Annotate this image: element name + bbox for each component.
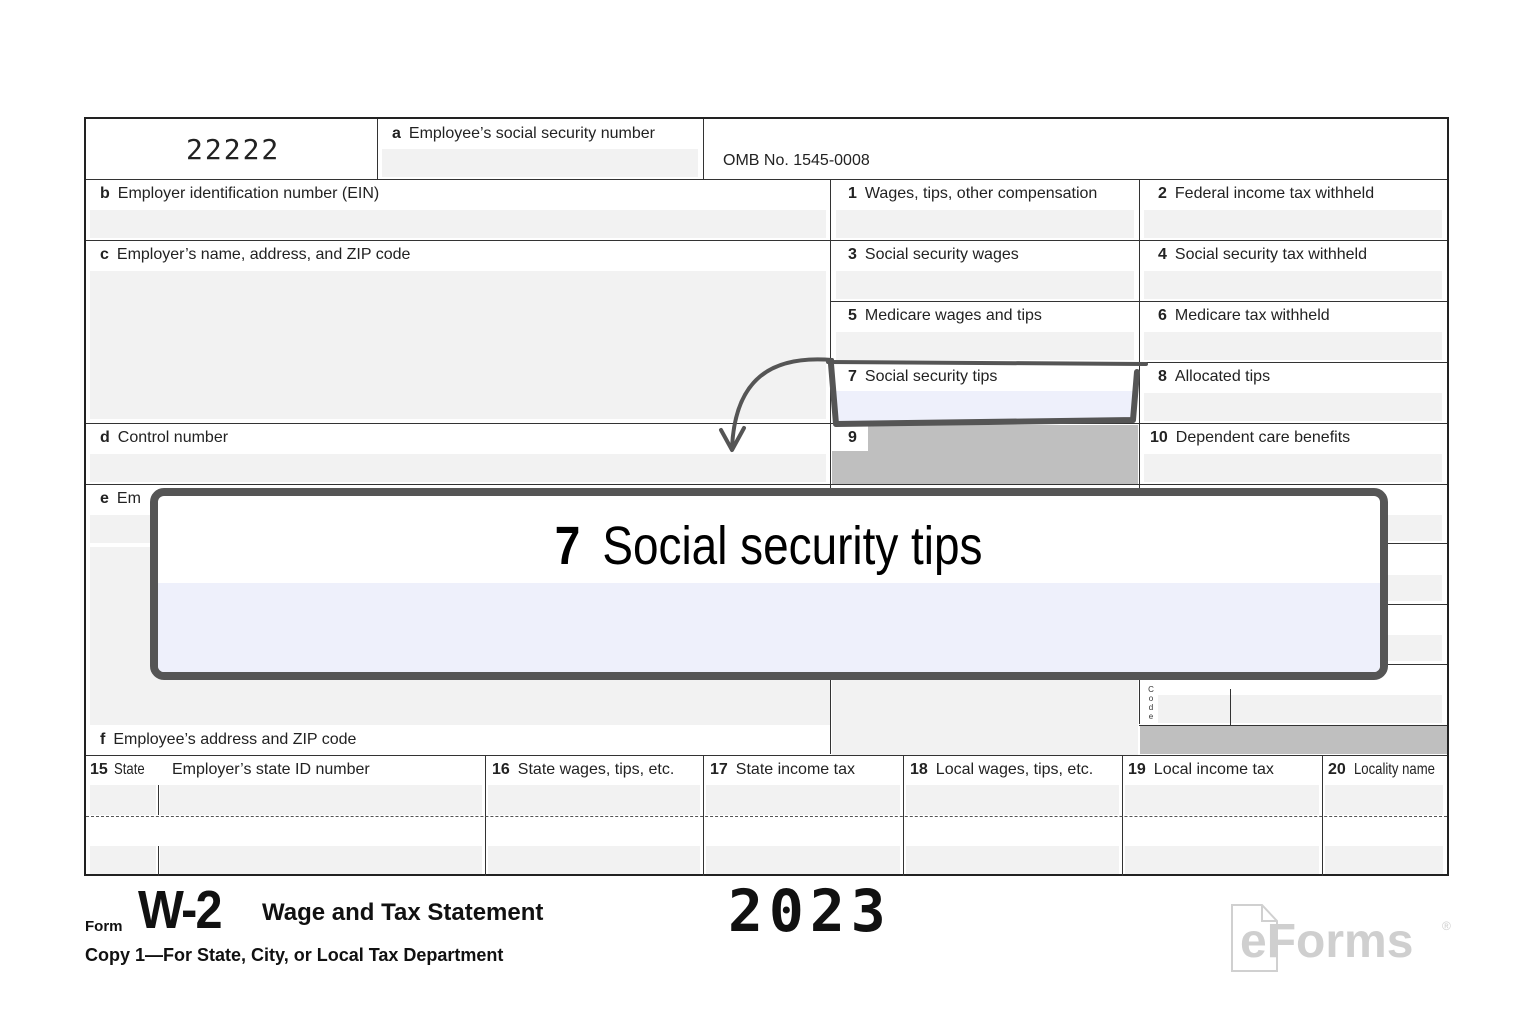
- state-wages-field-1[interactable]: [488, 785, 700, 815]
- form-prefix: Form: [85, 918, 123, 935]
- box-15-sub-label: Employer’s state ID number: [172, 761, 370, 778]
- code-label: C o d e: [1148, 685, 1154, 721]
- state-tax-field-1[interactable]: [706, 785, 900, 815]
- box-12d-field[interactable]: [1158, 695, 1442, 723]
- document-icon: [1231, 904, 1278, 972]
- box-e-field[interactable]: [90, 515, 150, 543]
- locality-field-1[interactable]: [1325, 785, 1443, 815]
- box-2-field[interactable]: [1144, 210, 1442, 238]
- callout-title: 7 Social security tips: [158, 516, 1380, 576]
- box-4-field[interactable]: [1144, 271, 1442, 299]
- curved-arrow-icon: [730, 357, 834, 450]
- box-1-field[interactable]: [836, 210, 1134, 238]
- callout-box-label: Social security tips: [602, 516, 983, 576]
- eforms-logo: eForms ®: [1230, 903, 1460, 975]
- state-id-field-1[interactable]: [160, 785, 482, 815]
- local-tax-field-1[interactable]: [1125, 785, 1319, 815]
- omb-number: OMB No. 1545-0008: [723, 152, 870, 169]
- box-9-label: 9: [848, 429, 857, 446]
- box-10-field[interactable]: [1144, 454, 1442, 482]
- local-tax-field-2[interactable]: [1125, 846, 1319, 874]
- box-9-shaded: [832, 425, 1138, 484]
- box-a-field[interactable]: [382, 149, 698, 177]
- callout-box-number: 7: [555, 516, 581, 576]
- state-wages-field-2[interactable]: [488, 846, 700, 874]
- box-b-field[interactable]: [90, 210, 826, 238]
- form-name: W-2: [138, 880, 223, 940]
- box-7-field[interactable]: [836, 391, 1134, 421]
- state-field-2[interactable]: [90, 846, 156, 874]
- box-3-field[interactable]: [836, 271, 1134, 299]
- callout-box: 7 Social security tips: [150, 488, 1388, 680]
- local-wages-field-1[interactable]: [906, 785, 1119, 815]
- callout-field[interactable]: [158, 583, 1380, 672]
- box-5-field[interactable]: [836, 332, 1134, 360]
- copy-line: Copy 1—For State, City, or Local Tax Dep…: [85, 945, 504, 965]
- brand-name: eForms: [1240, 915, 1414, 968]
- form-title: Wage and Tax Statement: [262, 899, 544, 926]
- state-id-field-2[interactable]: [160, 846, 482, 874]
- box-8-field[interactable]: [1144, 393, 1442, 421]
- box-6-field[interactable]: [1144, 332, 1442, 360]
- form-control-code: 22222: [186, 133, 281, 166]
- registered-mark: ®: [1442, 919, 1451, 933]
- state-tax-field-2[interactable]: [706, 846, 900, 874]
- box-d-field[interactable]: [90, 454, 826, 482]
- state-field-1[interactable]: [90, 785, 156, 815]
- local-wages-field-2[interactable]: [906, 846, 1119, 874]
- shaded-cell: [1140, 726, 1447, 754]
- box-c-field[interactable]: [90, 271, 826, 419]
- locality-field-2[interactable]: [1325, 846, 1443, 874]
- tax-year: 2023: [728, 877, 892, 945]
